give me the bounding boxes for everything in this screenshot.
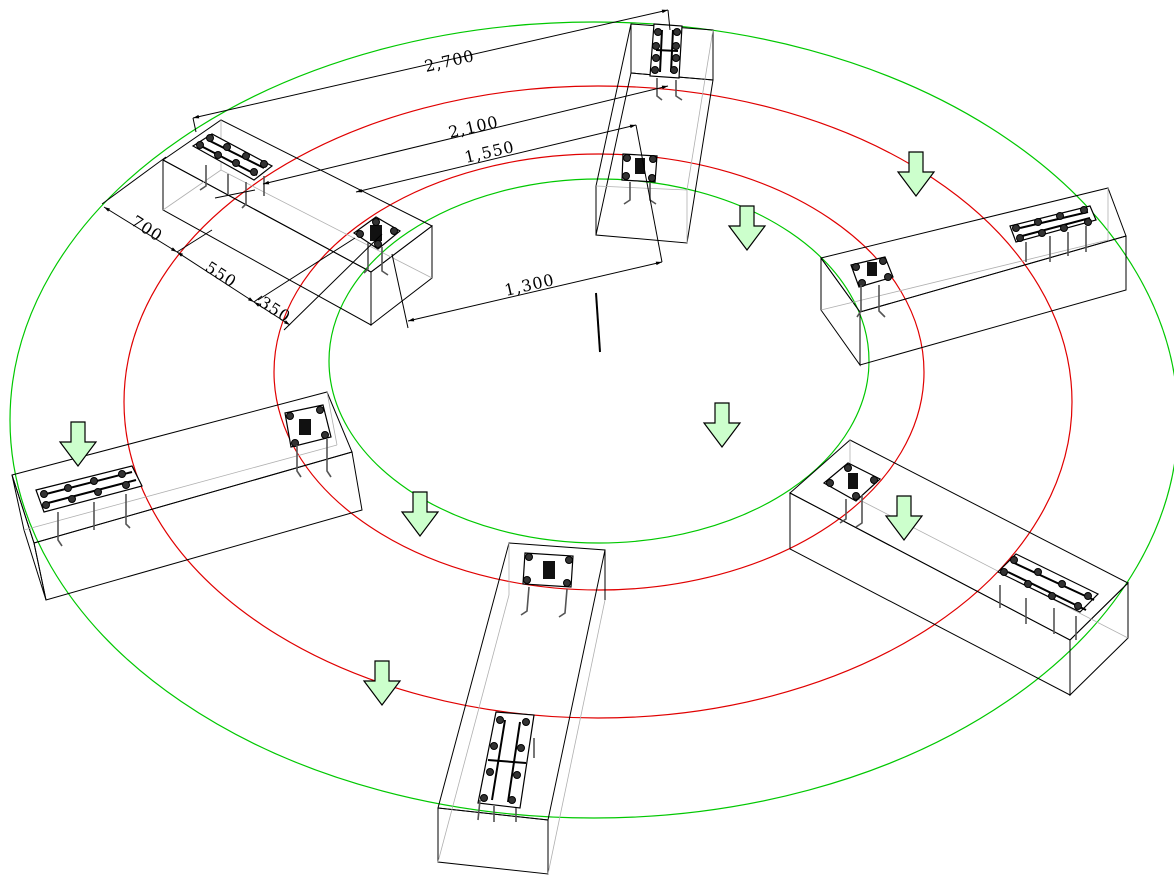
load-arrow [400,491,440,537]
footing-left [11,391,363,601]
dim-label-550: 550 [202,257,240,291]
outer-ring [9,21,1174,819]
middle-outer-ring [123,85,1073,719]
center-marker [595,292,601,353]
anchor-plates [284,153,894,618]
load-arrow [896,151,936,197]
long-plates [35,23,1100,822]
dim-label-700: 700 [128,211,166,245]
anchor-plate-inner-lower-right [822,462,882,528]
dimension-lines [101,9,671,331]
rings [9,21,1174,819]
long-plate-lower-right [996,553,1100,640]
load-arrow [702,402,742,448]
long-plate-right [1009,205,1097,262]
long-plate-bottom [477,711,535,822]
anchor-plate-inner-upper-left [352,216,402,276]
load-arrow [58,421,98,467]
load-arrows [58,151,936,706]
anchor-plate-inner-top [621,153,658,205]
dim-label-1300: 1,300 [503,270,557,300]
footings [11,23,1129,875]
long-plate-upper-left [191,133,274,209]
footing-upper-left [162,119,433,327]
anchor-plate-inner-bottom [520,552,574,618]
load-arrow [727,205,767,251]
footing-bottom [437,542,606,875]
anchor-plate-inner-left [284,404,332,478]
anchor-plate-inner-right [850,256,894,318]
dimension-labels: 2,700 2,100 1,550 1,300 700 550 350 [128,46,557,327]
dim-label-2100: 2,100 [447,112,501,142]
load-arrow [362,660,402,706]
footing-right [820,187,1127,367]
dim-label-2700: 2,700 [423,46,477,76]
load-arrow [884,495,924,541]
inner-ring [328,178,870,544]
long-plate-left [35,465,143,547]
